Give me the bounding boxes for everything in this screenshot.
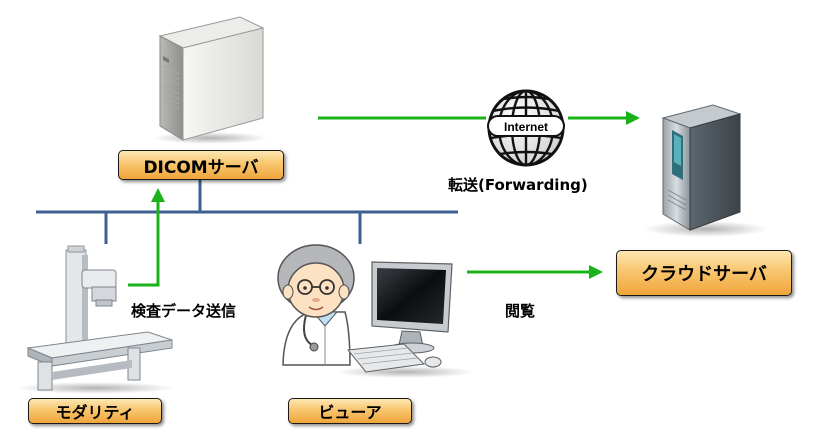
view-label: 閲覧: [505, 302, 536, 320]
internet-label: Internet: [504, 120, 548, 134]
dicom-server-icon: [152, 16, 268, 144]
dicom-server-label-text: DICOMサーバ: [143, 157, 259, 178]
view-arrow-head: [589, 265, 603, 279]
viewer-label: ビューア: [288, 398, 412, 424]
forward-arrow-head: [626, 111, 640, 125]
modality-xray-icon: [15, 245, 175, 394]
network-bus: [36, 180, 458, 244]
modality-label: モダリティ: [28, 398, 162, 424]
cloud-server-icon: [644, 104, 768, 237]
forwarding-label: 転送(Forwarding): [448, 176, 588, 194]
internet-label-pill: [487, 115, 565, 137]
doctor-icon: [277, 244, 355, 366]
viewer-label-text: ビューア: [318, 403, 382, 422]
dicom-server-label: DICOMサーバ: [118, 150, 284, 180]
cloud-server-label-text: クラウドサーバ: [641, 264, 767, 285]
arrows: [128, 111, 640, 287]
modality-label-text: モダリティ: [55, 403, 135, 422]
cloud-server-label: クラウドサーバ: [616, 250, 792, 296]
send-arrow-line: [128, 200, 160, 287]
send-exam-data-label: 検査データ送信: [131, 302, 237, 320]
monitor-icon: [335, 261, 475, 378]
internet-globe-icon: Internet: [487, 89, 565, 167]
send-arrow-head: [151, 188, 165, 202]
